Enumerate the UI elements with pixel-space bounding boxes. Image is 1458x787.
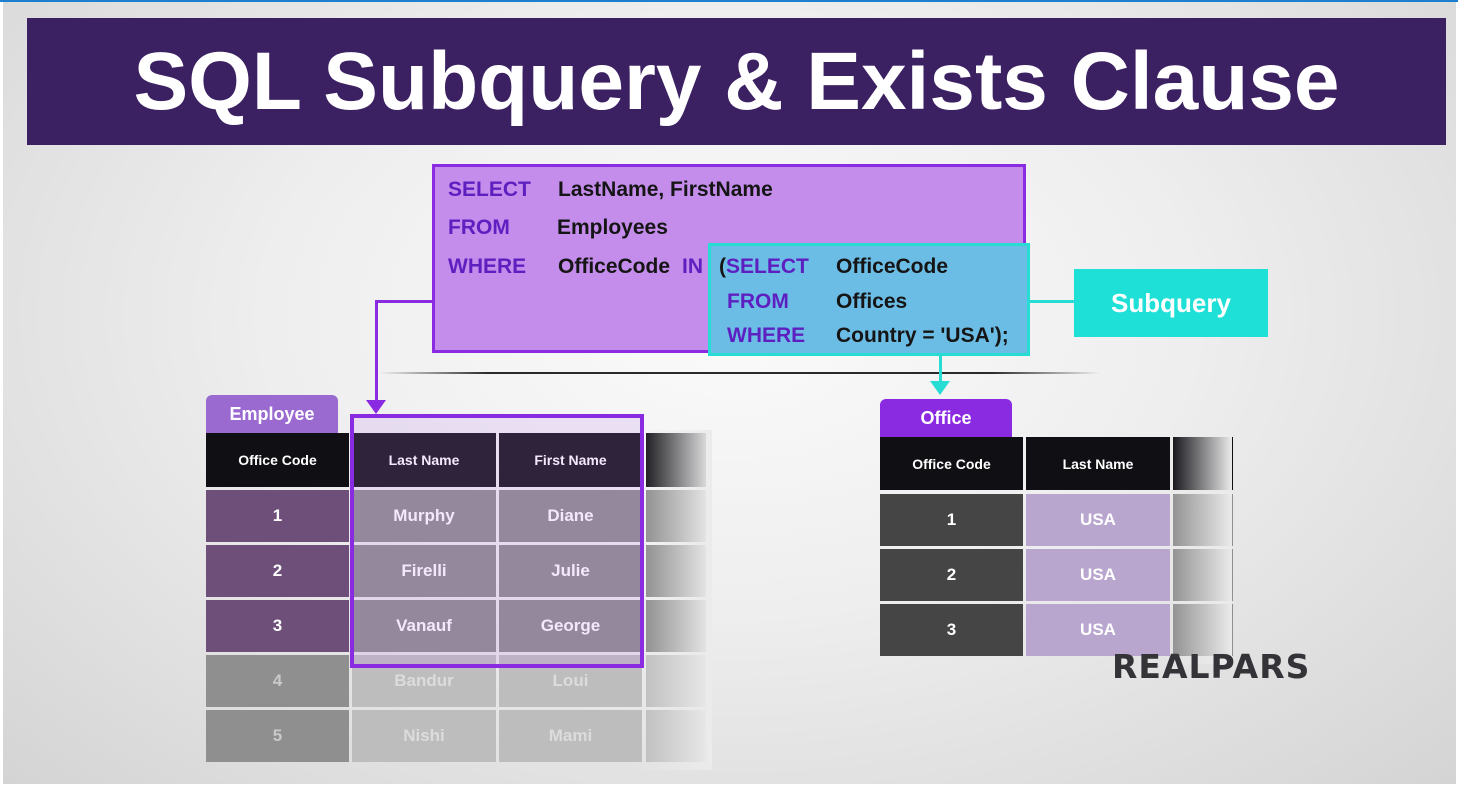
title-banner: SQL Subquery & Exists Clause [27, 18, 1446, 145]
table-cell: 5 [206, 710, 349, 762]
subquery-condition: Country = 'USA'); [836, 324, 1009, 347]
from-table: Employees [557, 216, 668, 239]
query-line-where: WHERE OfficeCode IN [448, 255, 703, 279]
query-line-select: SELECT LastName, FirstName [448, 178, 773, 202]
subquery-line-where: WHERE Country = 'USA'); [727, 324, 1009, 348]
table-cell: USA [1026, 604, 1170, 656]
table-cell: George [499, 600, 642, 652]
table-cell: Vanauf [352, 600, 496, 652]
subquery-label: Subquery [1074, 269, 1268, 337]
column-header-extra [1173, 437, 1233, 490]
keyword-where: WHERE [727, 324, 806, 347]
employee-table-tab[interactable]: Employee [206, 395, 338, 433]
subquery-from-table: Offices [836, 290, 908, 313]
table-cell-extra [646, 545, 706, 597]
where-column: OfficeCode [558, 255, 671, 278]
page-title: SQL Subquery & Exists Clause [133, 35, 1340, 127]
select-columns: LastName, FirstName [558, 178, 773, 201]
table-cell-extra [646, 710, 706, 762]
keyword-where: WHERE [448, 255, 527, 278]
table-cell: Nishi [352, 710, 496, 762]
table-cell: USA [1026, 549, 1170, 601]
table-cell: Julie [499, 545, 642, 597]
horizontal-divider [380, 372, 1100, 374]
arrow-down-icon [366, 400, 386, 414]
realpars-logo: REALPARS [1112, 647, 1311, 686]
keyword-from: FROM [448, 216, 510, 239]
subquery-line-from: FROM Offices [727, 290, 907, 314]
table-cell-extra [646, 490, 706, 542]
arrow-down-icon [930, 381, 950, 395]
column-header-extra [646, 433, 706, 487]
table-cell: 2 [880, 549, 1023, 601]
table-cell: 3 [880, 604, 1023, 656]
keyword-select: SELECT [726, 255, 809, 278]
column-header: Office Code [880, 437, 1023, 490]
subquery-select-column: OfficeCode [836, 255, 949, 278]
table-cell: Murphy [352, 490, 496, 542]
table-cell: 4 [206, 655, 349, 707]
table-cell: Firelli [352, 545, 496, 597]
table-cell: Bandur [352, 655, 496, 707]
table-cell: 1 [206, 490, 349, 542]
query-line-from: FROM Employees [448, 216, 668, 240]
column-header: Office Code [206, 433, 349, 487]
table-cell-extra [1173, 549, 1233, 601]
table-cell-extra [1173, 494, 1233, 546]
table-cell: USA [1026, 494, 1170, 546]
subquery-label-connector [1030, 300, 1074, 303]
keyword-select: SELECT [448, 178, 531, 201]
table-cell: 2 [206, 545, 349, 597]
column-header: First Name [499, 433, 642, 487]
outer-query-connector-v [375, 300, 378, 402]
selected-columns-highlight [350, 414, 644, 668]
table-cell-extra [646, 600, 706, 652]
table-cell-extra [646, 655, 706, 707]
keyword-in: IN [682, 255, 703, 278]
outer-query-connector-h [375, 300, 433, 303]
subquery-line-select: (SELECT OfficeCode [719, 255, 948, 279]
top-accent-line [0, 0, 1458, 2]
subquery-box [708, 243, 1030, 356]
table-cell: Mami [499, 710, 642, 762]
table-cell: 1 [880, 494, 1023, 546]
open-paren: ( [719, 255, 726, 278]
subquery-connector-v [939, 356, 942, 382]
table-cell: Diane [499, 490, 642, 542]
table-cell: 3 [206, 600, 349, 652]
office-table-tab[interactable]: Office [880, 399, 1012, 437]
column-header: Last Name [1026, 437, 1170, 490]
keyword-from: FROM [727, 290, 789, 313]
column-header: Last Name [352, 433, 496, 487]
table-cell: Loui [499, 655, 642, 707]
